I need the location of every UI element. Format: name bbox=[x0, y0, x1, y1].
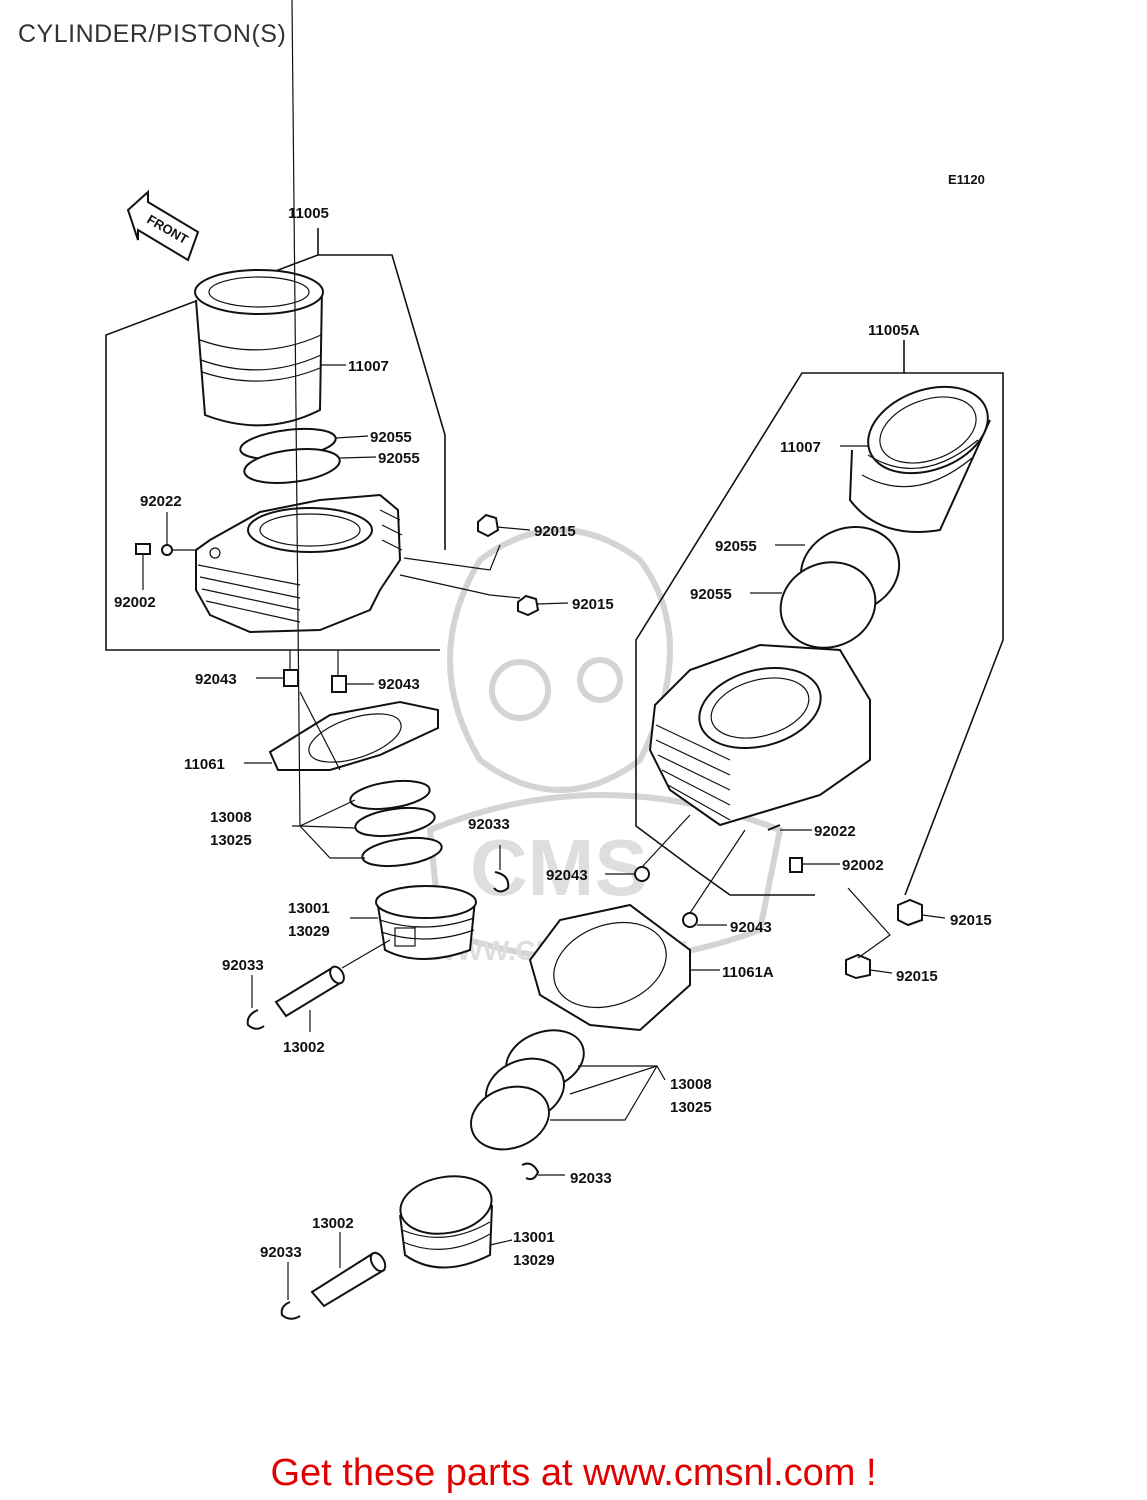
piston-ring bbox=[349, 779, 431, 811]
washer bbox=[161, 544, 173, 556]
callout-11005: 11005 bbox=[288, 205, 329, 222]
callout-11007: 11007 bbox=[348, 358, 389, 375]
callout-13025: 13025 bbox=[210, 832, 252, 849]
callout-13001: 13001 bbox=[513, 1229, 555, 1246]
callout-92033: 92033 bbox=[468, 816, 510, 833]
piston bbox=[399, 1175, 493, 1269]
callout-92043: 92043 bbox=[546, 867, 588, 884]
callout-92033: 92033 bbox=[222, 957, 264, 974]
cap-nut bbox=[517, 594, 540, 617]
callout-11005a: 11005A bbox=[868, 322, 920, 339]
callout-13025: 13025 bbox=[670, 1099, 712, 1116]
promo-link[interactable]: Get these parts at www.cmsnl.com ! bbox=[270, 1452, 877, 1494]
callout-92055: 92055 bbox=[715, 538, 757, 555]
o-ring bbox=[243, 448, 341, 484]
page-title: CYLINDER/PISTON(S) bbox=[18, 20, 287, 48]
callout-13002: 13002 bbox=[283, 1039, 325, 1056]
callout-11007: 11007 bbox=[780, 439, 821, 456]
o-ring bbox=[779, 561, 877, 649]
front-cylinder-group bbox=[105, 0, 569, 1032]
callout-92022: 92022 bbox=[140, 493, 182, 510]
cap-nut bbox=[897, 898, 923, 927]
callout-13029: 13029 bbox=[513, 1252, 555, 1269]
callout-92043: 92043 bbox=[730, 919, 772, 936]
cap-nut bbox=[845, 953, 871, 980]
callout-92055: 92055 bbox=[370, 429, 412, 446]
callout-92015: 92015 bbox=[572, 596, 614, 613]
callout-92015: 92015 bbox=[896, 968, 938, 985]
cylinder-sleeve bbox=[848, 385, 991, 533]
callout-92002: 92002 bbox=[114, 594, 156, 611]
callout-92022: 92022 bbox=[814, 823, 856, 840]
callout-92015: 92015 bbox=[534, 523, 576, 540]
callout-92033: 92033 bbox=[570, 1170, 612, 1187]
dowel-pin bbox=[682, 912, 698, 928]
piston bbox=[375, 885, 477, 960]
cylinder-sleeve bbox=[194, 269, 324, 427]
callout-13008: 13008 bbox=[670, 1076, 712, 1093]
front-arrow-icon: FRONT bbox=[126, 189, 200, 262]
piston-ring bbox=[470, 1085, 550, 1151]
diagram-code: E1120 bbox=[948, 172, 985, 187]
callout-92043: 92043 bbox=[195, 671, 237, 688]
dowel-pin bbox=[634, 866, 650, 882]
circlip bbox=[521, 1162, 540, 1181]
callouts: 11005 11007 92055 92055 92022 92002 9201… bbox=[114, 205, 992, 1269]
bolt bbox=[789, 857, 803, 873]
circlip bbox=[246, 1009, 265, 1030]
rear-cylinder-group bbox=[280, 340, 1004, 1320]
circlip bbox=[280, 1301, 301, 1320]
callout-92055: 92055 bbox=[690, 586, 732, 603]
callout-92015: 92015 bbox=[950, 912, 992, 929]
cap-nut bbox=[477, 513, 500, 538]
base-gasket bbox=[528, 903, 691, 1032]
cylinder-block bbox=[195, 493, 403, 634]
callout-13008: 13008 bbox=[210, 809, 252, 826]
piston-ring bbox=[354, 806, 436, 838]
callout-92002: 92002 bbox=[842, 857, 884, 874]
callout-92043: 92043 bbox=[378, 676, 420, 693]
callout-92033: 92033 bbox=[260, 1244, 302, 1261]
bolt bbox=[135, 543, 151, 555]
callout-13029: 13029 bbox=[288, 923, 330, 940]
callout-11061a: 11061A bbox=[722, 964, 774, 981]
washer bbox=[767, 824, 781, 831]
base-gasket bbox=[268, 700, 439, 771]
callout-13002: 13002 bbox=[312, 1215, 354, 1232]
dowel-pin bbox=[283, 669, 299, 687]
callout-11061: 11061 bbox=[184, 756, 225, 773]
cylinder-block bbox=[648, 643, 871, 827]
callout-13001: 13001 bbox=[288, 900, 330, 917]
callout-92055: 92055 bbox=[378, 450, 420, 467]
circlip bbox=[493, 871, 510, 893]
dowel-pin bbox=[331, 675, 347, 693]
